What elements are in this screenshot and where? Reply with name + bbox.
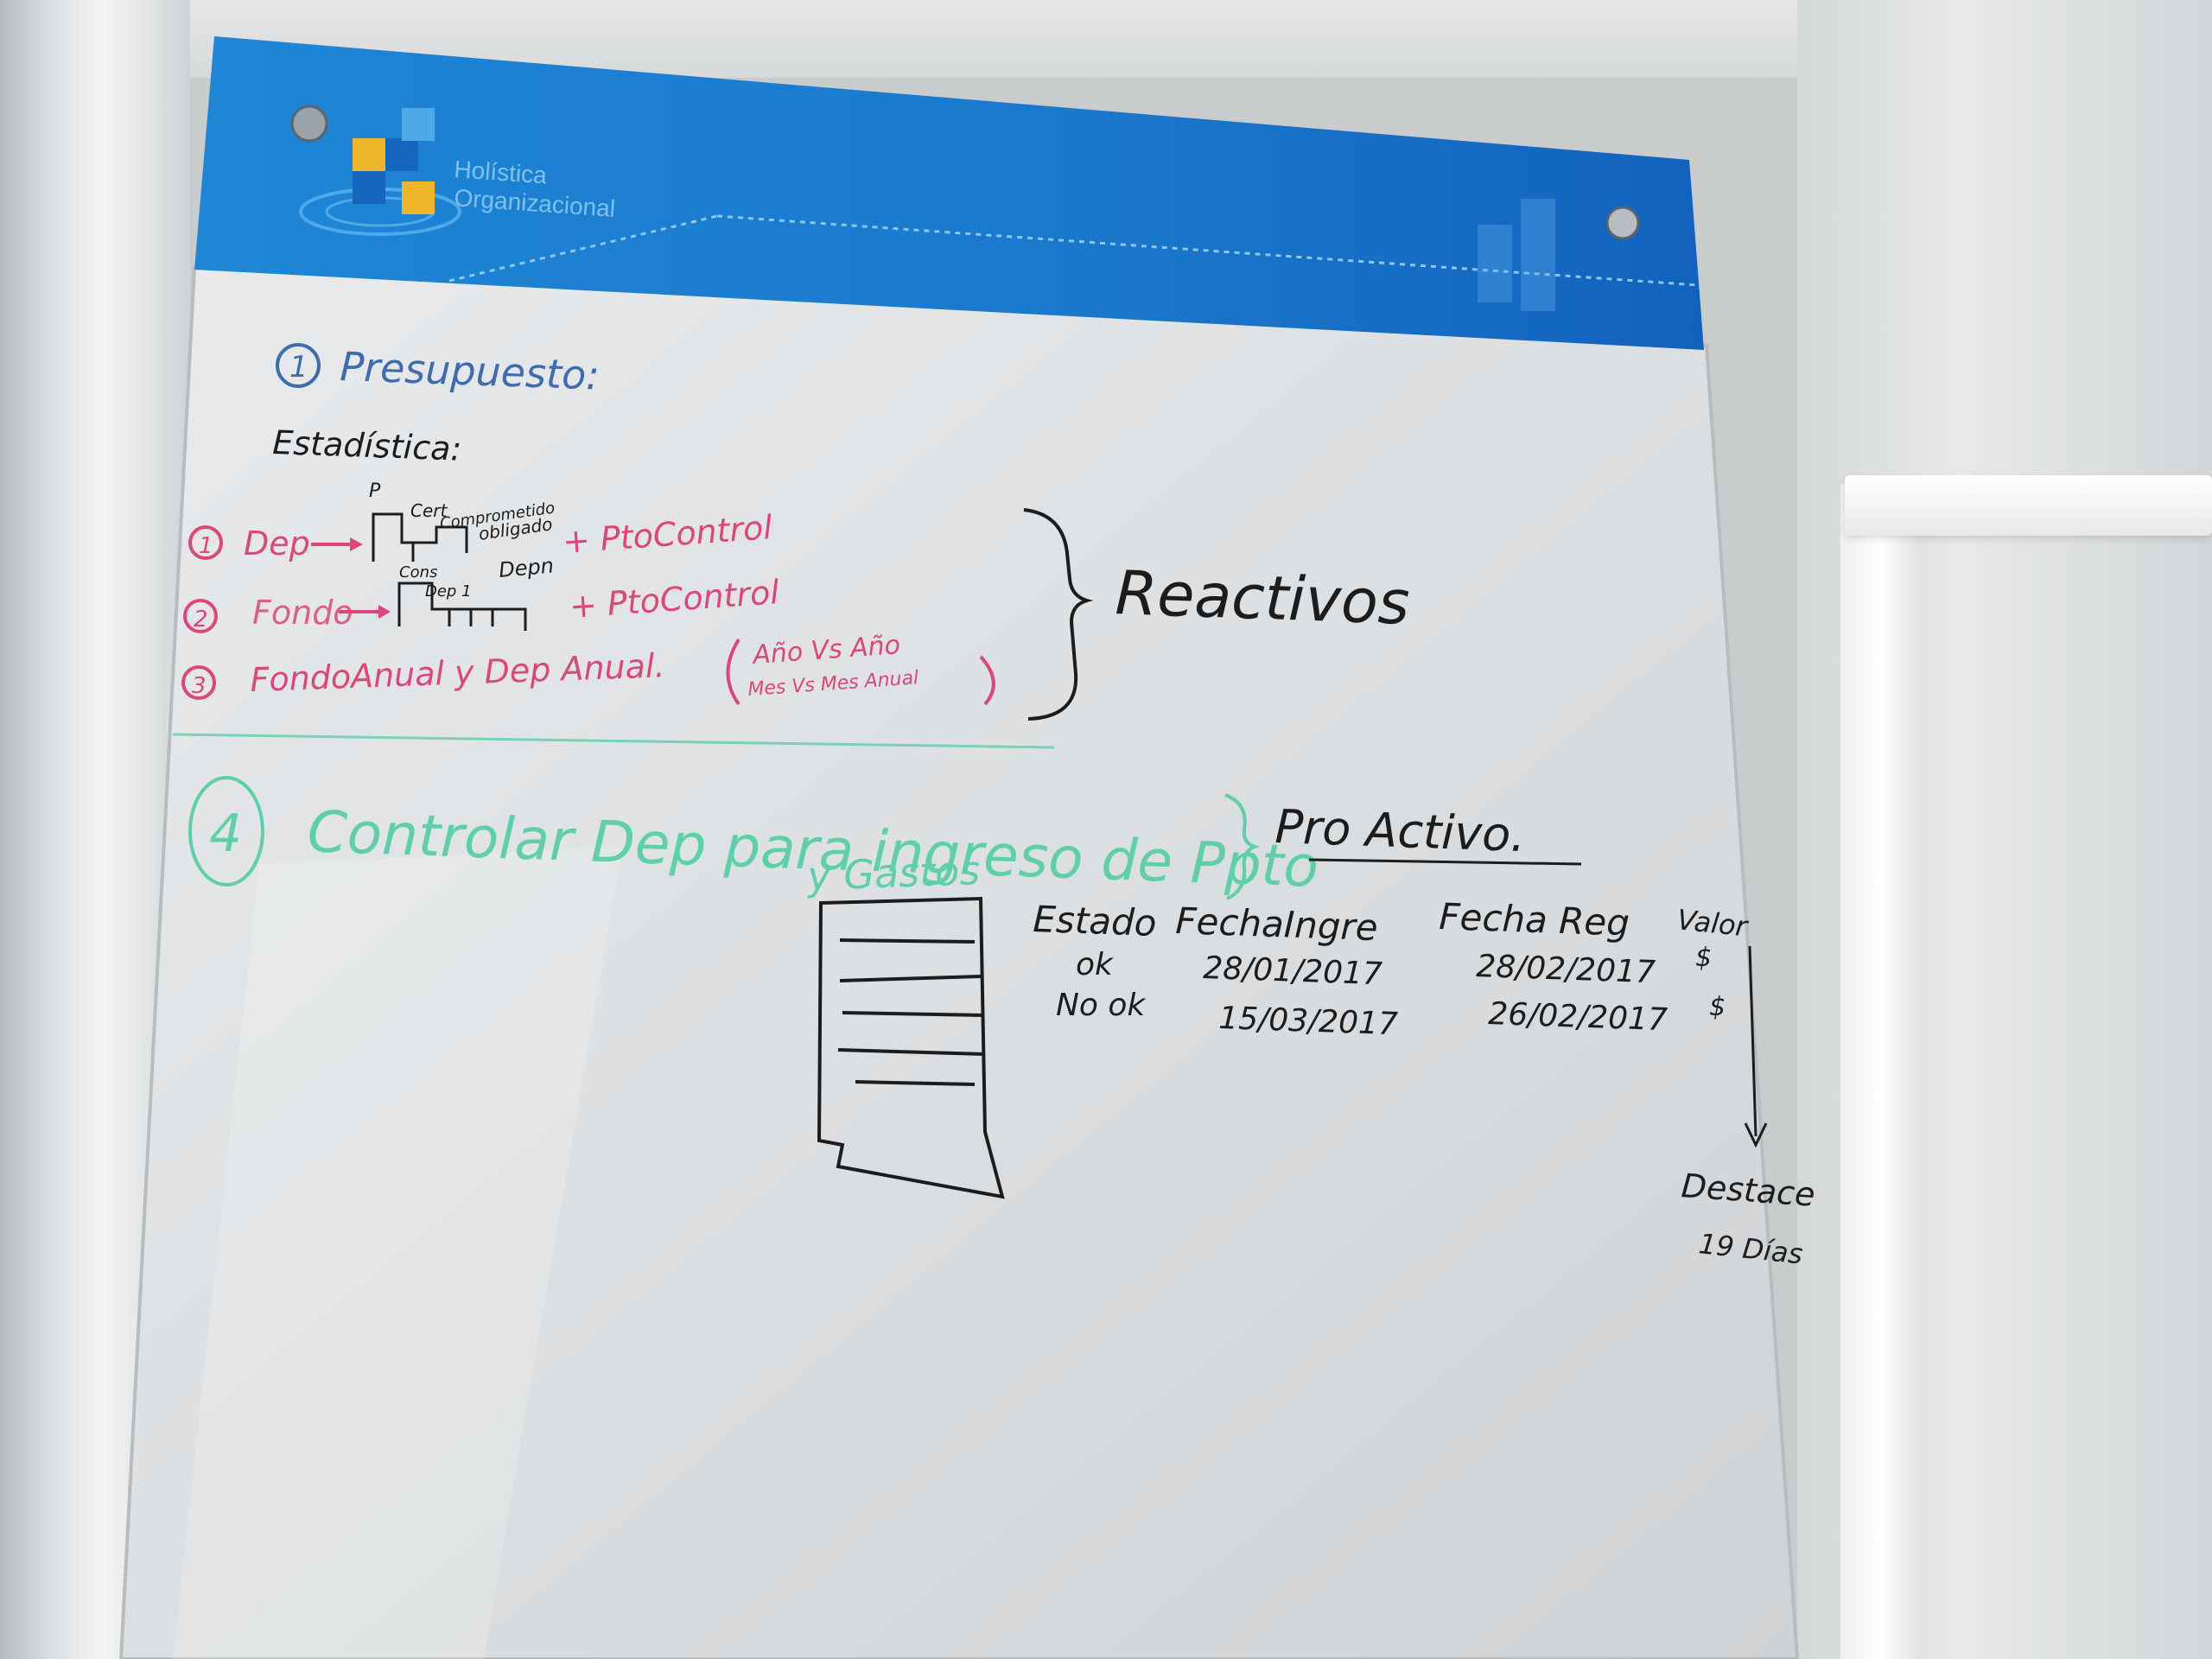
svg-text:Cons: Cons (399, 563, 437, 582)
reactivos-label: Reactivos (1114, 557, 1410, 639)
svg-text:2: 2 (194, 607, 208, 632)
item2: 2 Fondo Cons Dep 1 Depn + PtoControl (183, 554, 781, 633)
svg-text:Depn: Depn (498, 554, 555, 582)
table-row2-fecha-ingre: 15/03/2017 (1218, 1001, 1399, 1042)
table-row1-fecha-ingre: 28/01/2017 (1203, 950, 1383, 992)
wall-bracket (1845, 475, 2212, 536)
svg-text:1: 1 (199, 533, 213, 559)
item1-label: Dep (244, 524, 310, 563)
side-note-destace: Destace (1680, 1166, 1816, 1214)
section1-number: 1 (289, 350, 308, 385)
banner-dashed-line (448, 214, 718, 283)
section1-title: Presupuesto: (340, 343, 601, 398)
table-header-fecha-ingre: FechaIngre (1175, 899, 1379, 949)
brand-line-1: Holística (454, 156, 549, 188)
item2-steps (397, 582, 527, 631)
glass-reflection (173, 847, 622, 1659)
section-divider (172, 733, 1055, 749)
logo-watermark (1478, 199, 1555, 311)
table: Estado FechaIngre Fecha Reg Valor ok 28/… (1033, 895, 1751, 1042)
header-banner (194, 36, 1704, 350)
section1-heading: 1 Presupuesto: (276, 343, 601, 398)
table-row1-valor: $ (1695, 943, 1712, 973)
svg-text:3: 3 (192, 673, 207, 699)
logo-icon (299, 108, 461, 236)
table-row2-estado: No ok (1056, 988, 1147, 1023)
document-sketch (817, 896, 1005, 1199)
section1-number-circle (276, 343, 321, 388)
section4-brace (1224, 793, 1260, 900)
item1-steps (372, 512, 468, 562)
svg-text:Dep 1: Dep 1 (425, 582, 472, 601)
table-header-valor: Valor (1675, 903, 1750, 943)
mount-screw-right (1605, 206, 1640, 240)
section4-number: 4 (209, 804, 242, 864)
reactivos-brace (1023, 508, 1094, 721)
table-header-estado: Estado (1033, 898, 1158, 944)
svg-text:Cert: Cert (410, 500, 448, 521)
door-frame (1840, 484, 1918, 1659)
item2-label: Fondo (252, 594, 353, 632)
table-row1-fecha-reg: 28/02/2017 (1476, 949, 1656, 990)
svg-text:P: P (369, 480, 381, 502)
table-row2-valor: $ (1709, 992, 1726, 1022)
proactivo-underline (1308, 858, 1582, 866)
banner-dashed-line-2 (716, 214, 1699, 287)
mount-screw-left (290, 105, 328, 143)
table-header-fecha-reg: Fecha Reg (1439, 895, 1630, 944)
down-arrow-head (1744, 1122, 1768, 1148)
down-arrow-line (1748, 945, 1758, 1137)
proactivo-label: Pro Activo. (1274, 799, 1527, 862)
section4-text2: y Gastos (805, 847, 982, 899)
table-row2-fecha-reg: 26/02/2017 (1488, 996, 1669, 1038)
table-row1-estado: ok (1076, 947, 1115, 982)
section1-subtitle: Estadística: (272, 423, 462, 468)
